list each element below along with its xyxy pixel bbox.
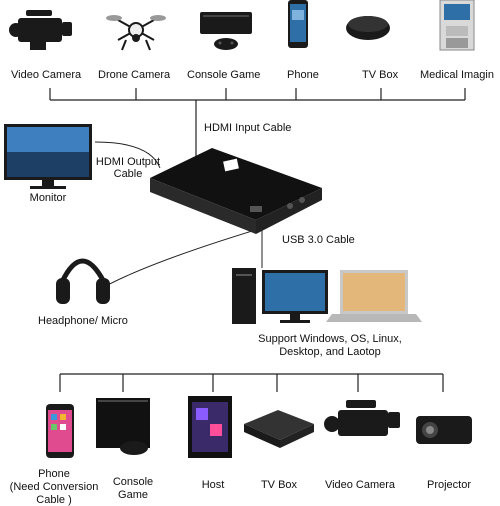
video-camera-icon (9, 10, 72, 50)
source-label-medical-imaging: Medical Imagin (420, 69, 494, 81)
game-console-icon (200, 12, 252, 50)
hdmi-output-label-line2: Cable (113, 168, 143, 180)
source-label-console-game: Console Game (187, 69, 261, 81)
output-label-console-line2: Game (118, 489, 148, 501)
video-camera-icon (324, 400, 400, 436)
source-label-video-camera: Video Camera (11, 69, 82, 81)
bottom-bus-lines (59, 373, 444, 392)
output-label-console-line1: Console (112, 476, 154, 488)
output-label-phone-line2: (Need Conversion (9, 481, 99, 493)
monitor-label: Monitor (29, 192, 67, 204)
medical-imaging-icon (439, 0, 475, 51)
output-label-projector: Projector (426, 479, 472, 491)
tv-box-icon (346, 16, 390, 40)
output-label-host: Host (201, 479, 225, 491)
drone-icon (106, 15, 166, 51)
projector-icon (416, 416, 472, 444)
source-label-phone: Phone (287, 69, 319, 81)
computers-support-line1: Support Windows, OS, Linux, (258, 333, 402, 345)
source-label-drone-camera: Drone Camera (98, 69, 171, 81)
source-label-tv-box: TV Box (362, 69, 399, 81)
tv-box-icon (244, 410, 314, 448)
headphone-label: Headphone/ Micro (38, 315, 128, 327)
output-label-tv-box: TV Box (260, 479, 298, 491)
smartphone-icon (46, 404, 74, 458)
game-console-icon (96, 398, 150, 455)
desktop-and-laptop-icon (232, 268, 422, 324)
hdmi-input-label: HDMI Input Cable (204, 122, 292, 134)
hdmi-output-label-line1: HDMI Output (95, 156, 161, 168)
smartphone-icon (288, 0, 308, 48)
output-label-video-camera: Video Camera (324, 479, 396, 491)
monitor-icon (4, 124, 92, 189)
top-bus-lines (49, 88, 466, 158)
computers-support-line2: Desktop, and Laotop (279, 346, 381, 358)
output-label-phone-line3: Cable ) (36, 494, 72, 506)
usb-cable-label: USB 3.0 Cable (282, 234, 355, 246)
cable-lines (94, 141, 263, 288)
output-label-phone-line1: Phone (38, 468, 70, 480)
capture-card-icon (150, 148, 322, 234)
headphone-icon (56, 258, 110, 304)
pc-tower-icon (188, 396, 232, 458)
